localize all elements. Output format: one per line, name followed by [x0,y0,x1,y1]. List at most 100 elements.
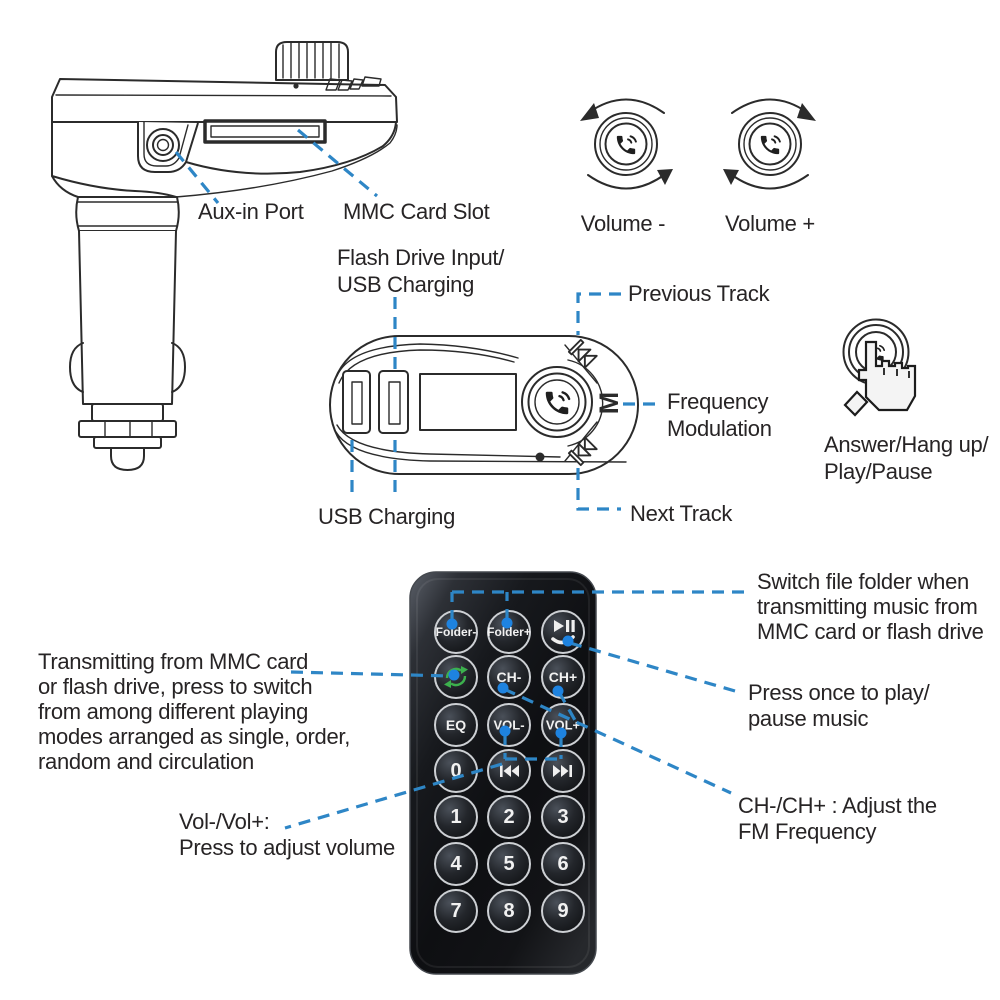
ch-note-line2: FM Frequency [738,819,877,844]
leader-ch [503,687,732,795]
remote-button-4: 4 [434,842,478,886]
vol-note-line2: Press to adjust volume [179,835,395,860]
play-pause-note-line1: Press once to play/ [748,680,931,705]
transmit-note-line3: from among different playing [38,699,308,724]
call-button [521,366,593,438]
digit-7-label: 7 [450,900,461,922]
remote-button-folder-minus: Folder- [434,610,478,654]
remote-control: Folder- Folder+ [409,571,597,975]
ch-note-line1: CH-/CH+ : Adjust the [738,793,937,818]
leader-mmc [296,128,379,198]
frequency-label-line1: Frequency [667,389,769,414]
answer-button-with-hand [842,318,917,417]
vol-note-line1: Vol-/Vol+: [179,809,270,834]
ch-minus-label: CH- [497,669,522,685]
indicator-dot [535,452,545,462]
digit-0-label: 0 [450,760,461,782]
digit-3-label: 3 [557,806,568,828]
m-button-label: M [594,392,624,415]
top-button-cluster [325,76,382,91]
ch-minus-dot [497,682,509,694]
switch-folder-note-line3: MMC card or flash drive [757,619,984,644]
previous-track-label: Previous Track [628,281,771,306]
remote-button-ch-plus: CH+ [541,655,585,699]
remote-button-9: 9 [541,889,585,933]
flash-drive-label-line1: Flash Drive Input/ [337,245,505,270]
mmc-card-slot [203,119,327,144]
leader-play-pause [569,641,736,693]
aux-in-port-label: Aux-in Port [198,199,304,224]
folder-minus-label: Folder- [436,625,477,639]
usb-charging-label: USB Charging [318,504,455,529]
remote-button-5: 5 [487,842,531,886]
digit-6-label: 6 [557,853,568,875]
remote-button-6: 6 [541,842,585,886]
digit-4-label: 4 [450,853,462,875]
digit-5-label: 5 [503,853,514,875]
mmc-card-slot-label: MMC Card Slot [343,199,490,224]
play-pause-dot [562,635,574,647]
folder-minus-dot [446,618,458,630]
answer-note-line1: Answer/Hang up/ [824,432,989,457]
leader-mode [290,670,452,678]
transmit-note-line5: random and circulation [38,749,254,774]
digit-1-label: 1 [450,806,461,828]
usb-port-left [342,370,371,434]
volume-plus-knob [723,98,816,190]
flash-drive-label-line2: USB Charging [337,272,474,297]
play-pause-note-line2: pause music [748,706,869,731]
remote-button-1: 1 [434,795,478,839]
ch-plus-dot [552,685,564,697]
transmit-note-line4: modes arranged as single, order, [38,724,350,749]
leader-previous-track [576,292,621,335]
volume-plus-label: Volume + [725,211,815,236]
folder-plus-dot [501,617,513,629]
plug-side-clips [69,342,186,393]
remote-button-7: 7 [434,889,478,933]
next-track-label: Next Track [630,501,733,526]
tuning-knob [275,41,349,81]
mode-dot [448,669,460,681]
remote-button-eq: EQ [434,703,478,747]
remote-button-8: 8 [487,889,531,933]
pixel-hand-cursor-icon [843,340,917,417]
plug-tip [110,447,145,471]
usb-port-right [378,370,409,434]
leader-vol [284,733,563,830]
digit-8-label: 8 [503,900,514,922]
remote-button-vol-minus: VOL- [487,703,531,747]
frequency-label-line2: Modulation [667,416,772,441]
device-body-outline [51,78,398,123]
aux-in-port [137,121,199,173]
ch-plus-label: CH+ [549,669,577,685]
display-screen [419,373,517,431]
vol-plus-dot [555,727,567,739]
remote-button-0: 0 [434,749,478,793]
switch-folder-note-line1: Switch file folder when [757,569,969,594]
leader-lines [174,128,748,830]
volume-minus-label: Volume - [581,211,665,236]
remote-button-2: 2 [487,795,531,839]
leader-dots [446,617,574,739]
leader-aux [174,150,220,205]
remote-button-previous-track [487,749,531,793]
volume-minus-knob [580,98,673,190]
folder-plus-label: Folder+ [487,625,531,639]
leader-next-track [576,468,621,511]
remote-button-3: 3 [541,795,585,839]
digit-2-label: 2 [503,806,514,828]
remote-button-folder-plus: Folder+ [487,610,531,654]
cigarette-plug [69,196,186,471]
transmit-note-line2: or flash drive, press to switch [38,674,312,699]
vol-minus-dot [499,725,511,737]
remote-button-next-track [541,749,585,793]
eq-label: EQ [446,717,466,733]
front-view-device: M [329,335,639,475]
vol-plus-label: VOL+ [546,718,581,733]
top-dot-button [293,83,299,89]
transmit-note-line1: Transmitting from MMC card [38,649,308,674]
leader-folder [450,590,748,622]
answer-note-line2: Play/Pause [824,459,932,484]
digit-9-label: 9 [557,900,568,922]
